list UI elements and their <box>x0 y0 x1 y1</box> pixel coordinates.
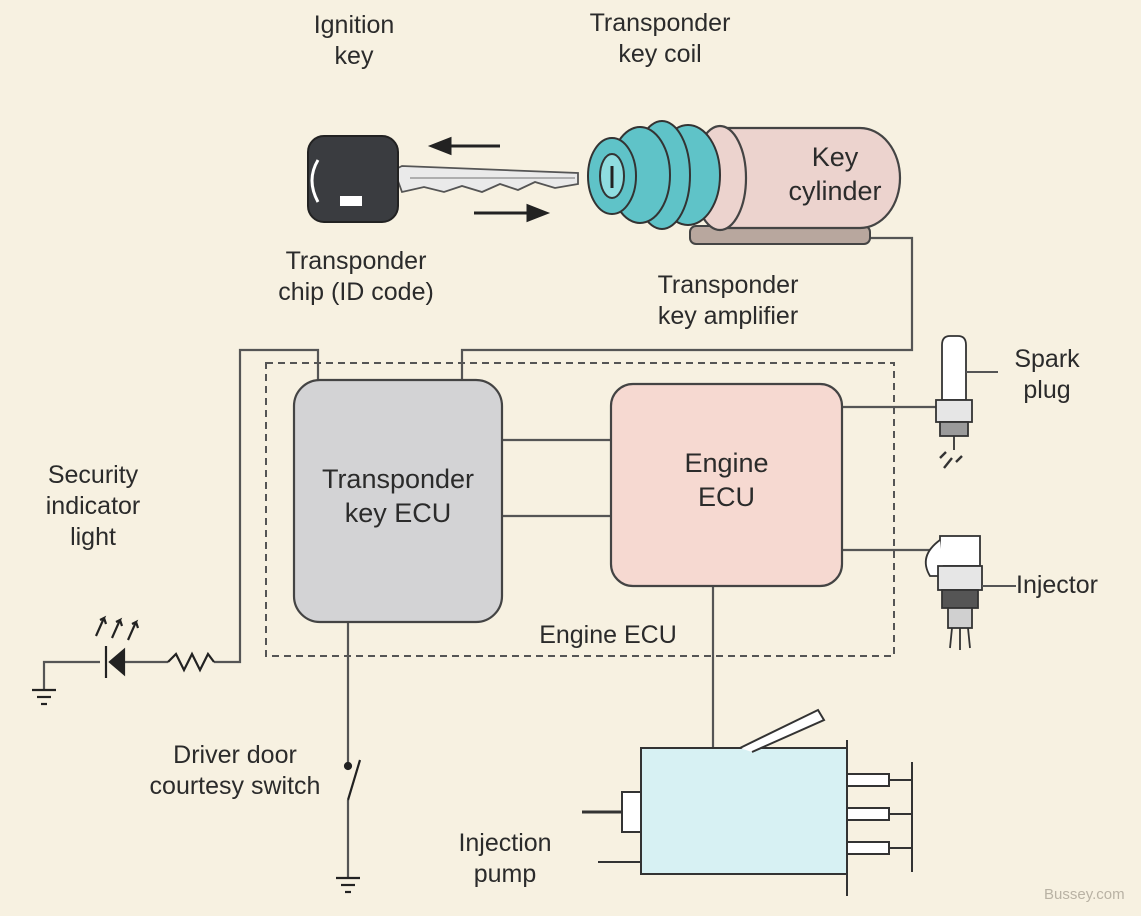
spark-plug-label: Spark plug <box>1014 345 1080 404</box>
ground-icon <box>336 876 360 894</box>
watermark: Bussey.com <box>1044 886 1125 903</box>
ignition-key-icon <box>307 135 579 223</box>
injector-label: Injector <box>1016 571 1098 599</box>
engine-ecu-label: Engine ECU <box>684 448 769 512</box>
transponder-key-coil-icon <box>587 120 721 230</box>
transponder-chip-label: Transponder chip (ID code) <box>278 247 434 306</box>
wiring <box>42 236 937 878</box>
engine-ecu-group-label: Engine ECU <box>539 621 677 649</box>
driver-door-courtesy-switch-label: Driver door courtesy switch <box>149 741 321 800</box>
transponder-key-ecu-label: Transponder key ECU <box>321 464 475 528</box>
transponder-key-amplifier-label: Transponder key amplifier <box>657 271 799 330</box>
injector-icon <box>924 535 983 650</box>
switch-icon <box>343 759 362 801</box>
transponder-key-ecu-box <box>292 378 504 624</box>
led-icon <box>94 615 140 678</box>
injection-pump-icon <box>582 708 913 896</box>
security-indicator-light-label: Security indicator light <box>45 461 141 551</box>
spark-plug-icon <box>935 335 973 469</box>
engine-ecu-box <box>609 382 844 588</box>
ignition-key-label: Ignition key <box>313 11 395 70</box>
transponder-key-coil-label: Transponder key coil <box>589 9 731 68</box>
key-cylinder-label: Key cylinder <box>788 142 882 206</box>
arrow-icon <box>427 136 551 223</box>
injection-pump-label: Injection pump <box>458 829 552 888</box>
ground-icon <box>32 688 56 706</box>
resistor-icon <box>167 651 215 673</box>
engine-ecu-group-boundary <box>265 362 895 657</box>
